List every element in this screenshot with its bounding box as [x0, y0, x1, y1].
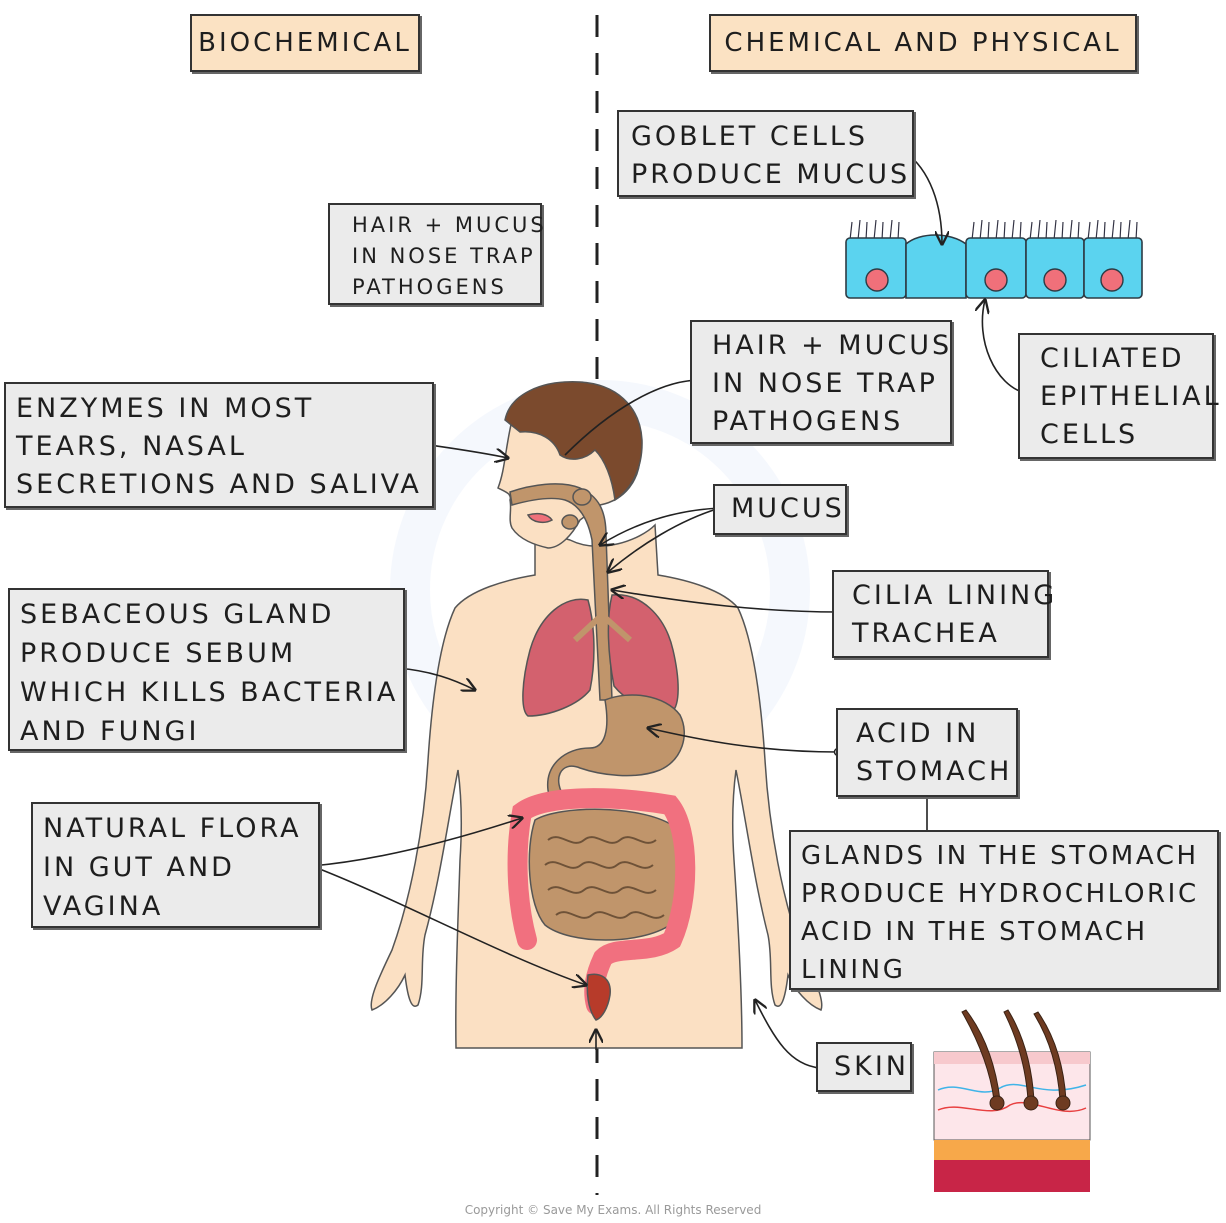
- label-line: IN NOSE TRAP: [352, 244, 536, 268]
- heading-chemical-physical-text: CHEMICAL AND PHYSICAL: [724, 28, 1122, 58]
- label-line: TRACHEA: [852, 618, 1000, 649]
- label-skin: SKIN: [816, 1042, 912, 1092]
- label-line: MUCUS: [731, 493, 845, 524]
- arrow-mucus-2: [608, 507, 721, 572]
- epithelial-cells: [845, 219, 1143, 299]
- cilia-row: [849, 219, 1138, 241]
- nucleus: [1043, 268, 1067, 292]
- label-line: TEARS, NASAL: [16, 431, 247, 462]
- arrow-flora-1: [311, 818, 522, 867]
- copyright-notice: Copyright © Save My Exams. All Rights Re…: [464, 1203, 762, 1217]
- label-mucus: MUCUS: [713, 484, 847, 535]
- label-line: SECRETIONS AND SALIVA: [16, 469, 422, 500]
- heading-chemical-physical: CHEMICAL AND PHYSICAL: [709, 14, 1137, 72]
- left-lung: [522, 598, 595, 717]
- label-line: GLANDS IN THE STOMACH: [801, 841, 1199, 871]
- label-line: PRODUCE HYDROCHLORIC: [801, 879, 1199, 909]
- label-line: CILIA LINING: [852, 580, 1058, 611]
- label-line: ACID IN: [856, 718, 980, 749]
- nucleus: [865, 268, 889, 292]
- label-line: IN NOSE TRAP: [712, 368, 938, 399]
- label-line: AND FUNGI: [20, 716, 200, 747]
- nasal-cavity: [572, 488, 592, 506]
- label-line: GOBLET CELLS: [631, 121, 869, 152]
- line-hair: [564, 379, 701, 456]
- human-body: [370, 381, 823, 1049]
- bronchi: [572, 559, 632, 643]
- large-intestine: [507, 788, 696, 1015]
- label-line: PRODUCE SEBUM: [20, 638, 297, 669]
- intestine-coils: [544, 836, 665, 919]
- heading-biochemical-text: BIOCHEMICAL: [198, 28, 412, 58]
- hair: [504, 381, 643, 502]
- label-line: LINING: [801, 955, 906, 985]
- label-cilia-trachea: CILIA LINING TRACHEA: [832, 570, 1058, 658]
- label-stomach-glands: GLANDS IN THE STOMACH PRODUCE HYDROCHLOR…: [789, 830, 1219, 990]
- label-line: NATURAL FLORA: [43, 813, 302, 844]
- label-ciliated-cells: CILIATED EPITHELIAL CELLS: [1018, 333, 1222, 459]
- label-line: SKIN: [834, 1051, 910, 1082]
- skin-cross-section: [933, 1009, 1091, 1192]
- throat-ring: [561, 514, 579, 530]
- small-intestine: [528, 808, 686, 941]
- label-natural-flora: NATURAL FLORA IN GUT AND VAGINA: [31, 802, 320, 928]
- nucleus: [984, 268, 1008, 292]
- rectum: [586, 973, 611, 1021]
- label-enzymes: ENZYMES IN MOST TEARS, NASAL SECRETIONS …: [4, 382, 434, 508]
- label-line: STOMACH: [856, 756, 1013, 787]
- mouth: [526, 512, 554, 524]
- label-line: ENZYMES IN MOST: [16, 393, 315, 424]
- label-line: CELLS: [1040, 419, 1139, 450]
- arrow-skin: [755, 1000, 821, 1069]
- label-line: PATHOGENS: [352, 275, 507, 299]
- label-line: ACID IN THE STOMACH: [801, 917, 1148, 947]
- label-line: IN GUT AND: [43, 852, 235, 883]
- heading-biochemical: BIOCHEMICAL: [190, 14, 420, 72]
- leader-lines: [311, 151, 1026, 1069]
- label-line: EPITHELIAL: [1040, 381, 1222, 412]
- body-silhouette: [370, 523, 823, 1049]
- arrow-ciliated: [982, 300, 1026, 394]
- label-line: HAIR + MUCUS: [712, 330, 953, 361]
- label-line: CILIATED: [1040, 343, 1185, 374]
- label-goblet-cells: GOBLET CELLS PRODUCE MUCUS: [617, 110, 914, 197]
- label-line: SEBACEOUS GLAND: [20, 599, 335, 630]
- label-line: VAGINA: [43, 891, 164, 922]
- label-hair-mucus-small: HAIR + MUCUS IN NOSE TRAP PATHOGENS: [328, 203, 547, 305]
- goblet-cell: [905, 234, 967, 299]
- arrow-flora-2: [311, 865, 586, 985]
- arrow-mucus-1: [600, 507, 721, 545]
- cell: [1083, 237, 1143, 299]
- label-hair-mucus-large: HAIR + MUCUS IN NOSE TRAP PATHOGENS: [690, 320, 952, 444]
- label-line: HAIR + MUCUS: [352, 213, 547, 237]
- arrow-cilia: [612, 590, 841, 613]
- stomach: [547, 694, 685, 806]
- label-sebaceous: SEBACEOUS GLAND PRODUCE SEBUM WHICH KILL…: [8, 588, 405, 751]
- label-line: PRODUCE MUCUS: [631, 159, 911, 190]
- label-line: WHICH KILLS BACTERIA: [20, 677, 399, 708]
- label-line: PATHOGENS: [712, 406, 904, 437]
- nucleus: [1100, 268, 1124, 292]
- arrow-acid: [648, 728, 839, 753]
- label-acid-stomach: ACID IN STOMACH: [836, 708, 1018, 797]
